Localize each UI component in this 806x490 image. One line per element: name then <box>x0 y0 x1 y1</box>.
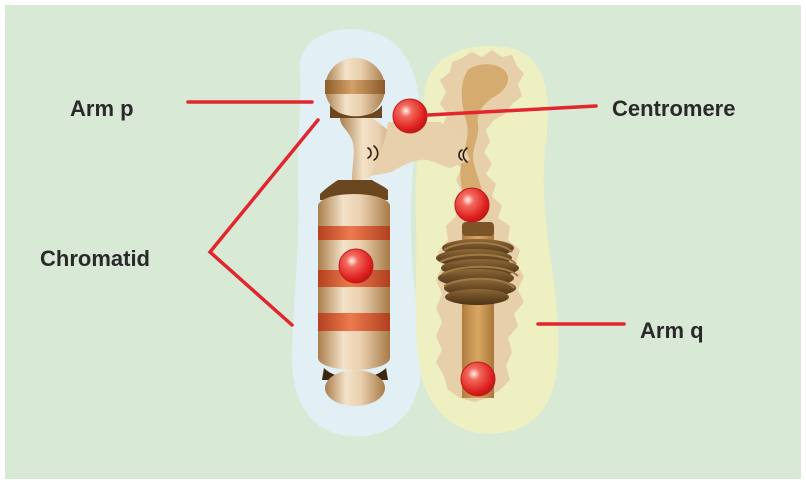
right-stem-top <box>462 222 494 236</box>
arm-q-label: Arm q <box>640 318 704 343</box>
arm-p-label: Arm p <box>70 96 134 121</box>
left-chromatid-top <box>325 58 385 118</box>
chromatid-label: Chromatid <box>40 246 150 271</box>
right-chromatid-coils <box>436 239 519 305</box>
centromere-label: Centromere <box>612 96 735 121</box>
